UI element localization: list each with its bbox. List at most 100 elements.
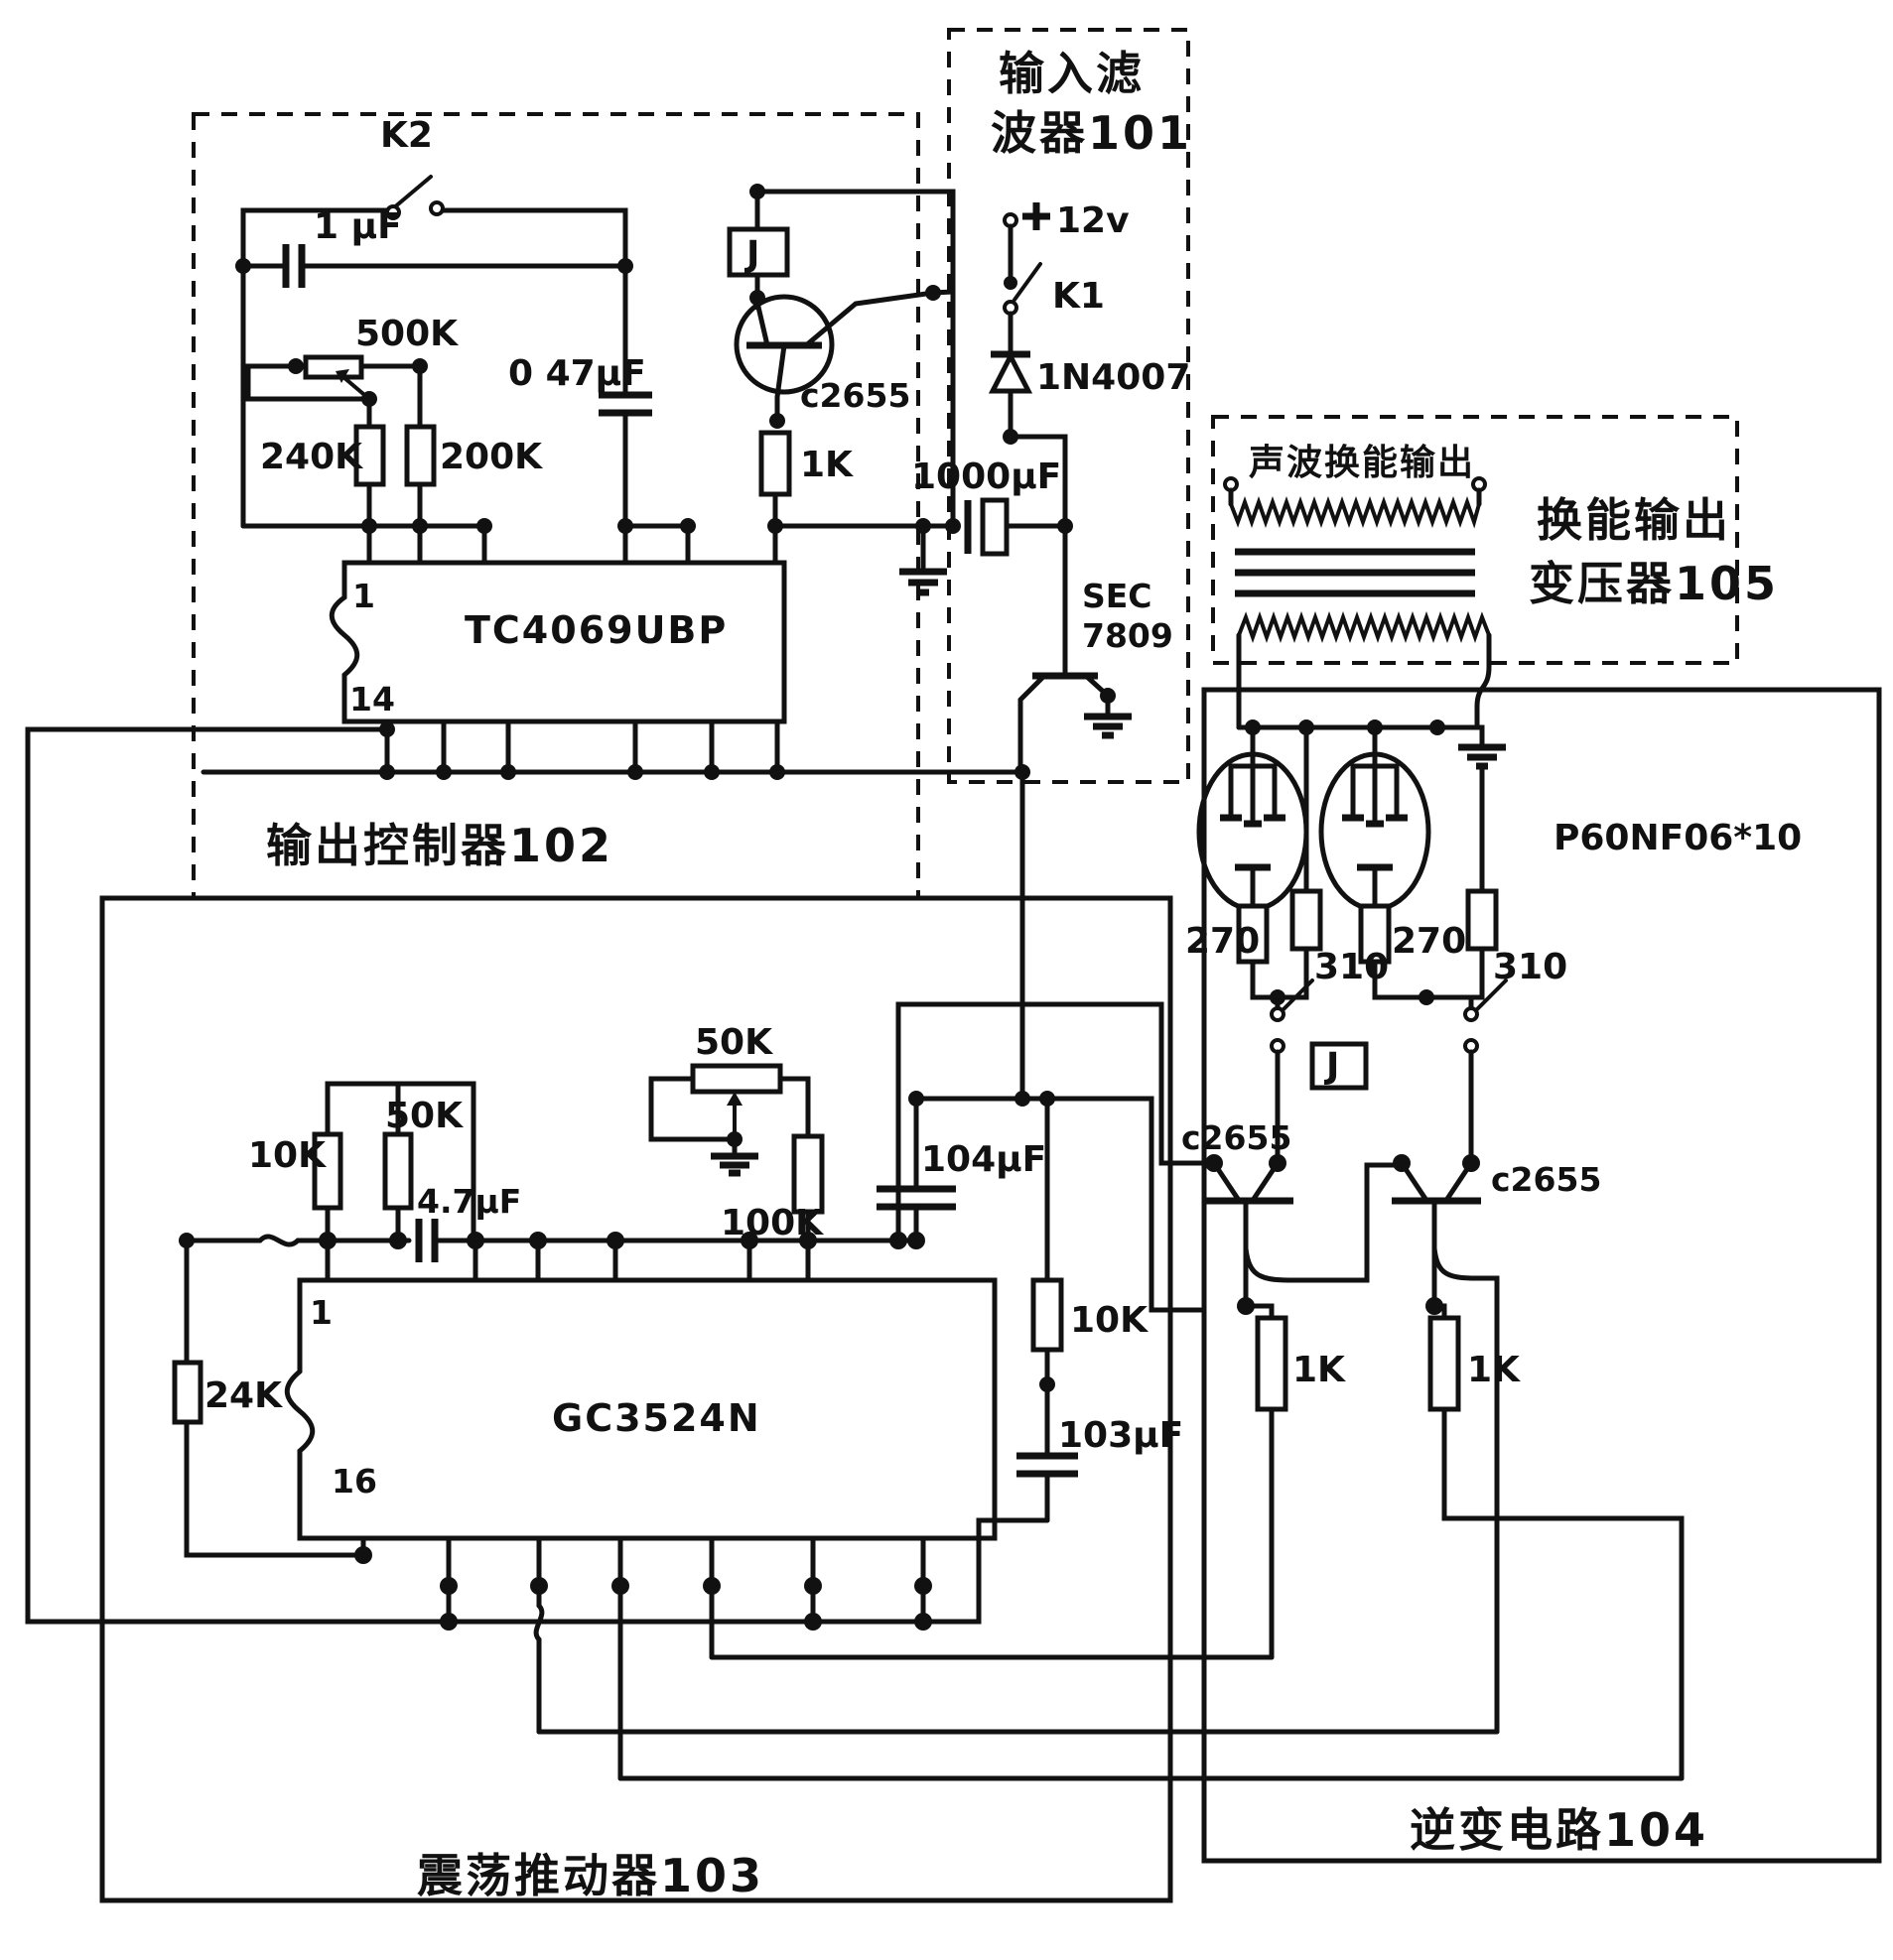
junction-dots bbox=[179, 184, 1480, 1631]
r100k-body bbox=[791, 1133, 825, 1215]
k2-wire-right bbox=[440, 207, 628, 269]
vcc-label: 12v bbox=[1056, 200, 1130, 241]
r1k-top-label: 1K bbox=[800, 445, 854, 485]
oscillator-driver-label: 震荡推动器103 bbox=[417, 1849, 764, 1902]
r270-left-label: 270 bbox=[1185, 921, 1260, 962]
q2-label: c2655 bbox=[1181, 1118, 1291, 1157]
block-outlines bbox=[99, 28, 1882, 1903]
switch-right[interactable] bbox=[1463, 979, 1508, 1166]
c1uf-label: 1 μF bbox=[314, 206, 402, 247]
ground-icon-2 bbox=[1084, 713, 1132, 739]
pot500k-label: 500K bbox=[355, 314, 459, 354]
output-controller-box bbox=[192, 112, 920, 900]
text-labels: K2 1 μF 500K 240K 200K 0 47μF J c2655 1K… bbox=[204, 47, 1802, 1902]
pot50k-wiper-arrow bbox=[727, 1092, 743, 1106]
ground-icon-1 bbox=[899, 568, 947, 596]
plus-icon bbox=[1022, 202, 1050, 230]
r310-left-label: 310 bbox=[1314, 947, 1389, 987]
q1-transistor-circle bbox=[734, 294, 835, 395]
r1k-left-label: 1K bbox=[1292, 1350, 1346, 1390]
relay2-label: J bbox=[1323, 1046, 1339, 1087]
transformer-label-2: 变压器105 bbox=[1529, 557, 1779, 610]
inverter-circuit bbox=[895, 724, 1685, 1781]
oscillator-driver-box bbox=[99, 895, 1173, 1903]
k2-terminal-right bbox=[429, 200, 445, 216]
q1-emitter bbox=[774, 342, 787, 424]
r50ka-body bbox=[382, 1131, 414, 1211]
r240k-label: 240K bbox=[260, 437, 363, 477]
wire-y1107 bbox=[913, 1096, 1207, 1313]
switch-left[interactable] bbox=[1270, 979, 1314, 1166]
r1k-right-lead-bottom bbox=[1441, 1406, 1685, 1781]
transformer-secondary-winding bbox=[1237, 610, 1491, 644]
c47-label: 4.7μF bbox=[417, 1182, 521, 1221]
mosfets-label: P60NF06*10 bbox=[1554, 818, 1802, 858]
transformer-primary-winding bbox=[1229, 495, 1481, 529]
drive-wire-left-base bbox=[895, 1001, 1217, 1243]
k2-switch-blade[interactable] bbox=[391, 175, 433, 210]
inverter-label: 逆变电路104 bbox=[1410, 1803, 1708, 1857]
pot50k-body[interactable] bbox=[690, 1063, 783, 1095]
pot-500k-body[interactable] bbox=[303, 354, 364, 380]
pot-500k-wiper-arrow bbox=[336, 369, 349, 383]
r50ka-label: 50K bbox=[385, 1096, 464, 1136]
relay2-contact-box bbox=[1309, 1041, 1369, 1091]
relay1-label: J bbox=[744, 234, 759, 275]
rail-outer-left bbox=[25, 726, 1050, 1625]
r1k-right-body bbox=[1427, 1315, 1461, 1412]
ic-gc3524n bbox=[284, 1277, 998, 1541]
inverter-box bbox=[1201, 687, 1882, 1864]
output-controller-label: 输出控制器102 bbox=[266, 819, 613, 872]
bus-ground-stub bbox=[1434, 724, 1485, 747]
ic1-pin1: 1 bbox=[352, 577, 375, 615]
pot50k-loop bbox=[648, 1076, 738, 1142]
transformer-circuit bbox=[1223, 476, 1492, 730]
transducer-output-label: 声波换能输出 bbox=[1249, 443, 1475, 483]
k2-label: K2 bbox=[380, 115, 433, 156]
pot50k-to-100k bbox=[777, 1076, 811, 1139]
mosfet2-symbol bbox=[1318, 724, 1431, 912]
pot50k-label: 50K bbox=[695, 1022, 773, 1063]
oscillator-circuit bbox=[25, 726, 1685, 1781]
transformer-label-1: 换能输出 bbox=[1537, 493, 1731, 547]
k1-switch-blade[interactable] bbox=[1013, 262, 1042, 302]
ic1-name: TC4069UBP bbox=[465, 608, 728, 652]
ic1-top-pins bbox=[366, 523, 778, 566]
osc-row-wire-left bbox=[184, 1234, 412, 1247]
secondary-lead-right bbox=[1474, 632, 1492, 730]
r100k-label: 100K bbox=[721, 1203, 824, 1243]
transformer-core bbox=[1235, 548, 1475, 597]
ground-icon-3 bbox=[1458, 743, 1506, 770]
r10kb-body bbox=[1030, 1277, 1064, 1353]
input-filter-label-1: 输入滤 bbox=[999, 47, 1145, 100]
reg-left-arm bbox=[1017, 673, 1047, 775]
r310-left-body bbox=[1289, 888, 1323, 952]
r310-right-body bbox=[1465, 888, 1499, 952]
q2-transistor bbox=[1204, 1160, 1405, 1309]
r270-right-label: 270 bbox=[1392, 921, 1466, 962]
q1-base-wire bbox=[803, 289, 956, 348]
c104-label: 104μF bbox=[921, 1139, 1046, 1180]
r200k-body bbox=[404, 424, 437, 487]
input-filter-circuit bbox=[899, 202, 1132, 1102]
c1000-label: 1000μF bbox=[911, 457, 1061, 497]
ic2-name: GC3524N bbox=[552, 1396, 761, 1440]
ic-tc4069ubp bbox=[329, 560, 787, 724]
relay1-supply-wire bbox=[754, 189, 956, 529]
r24k-body bbox=[172, 1360, 203, 1425]
ic2-pin1: 1 bbox=[310, 1293, 333, 1332]
r1k-left-body bbox=[1255, 1315, 1288, 1412]
ic1-pin14: 14 bbox=[349, 680, 395, 719]
c1000-body bbox=[980, 497, 1010, 557]
k2-wire-left bbox=[240, 207, 390, 269]
c047-label: 0 47μF bbox=[508, 353, 646, 394]
q1-label: c2655 bbox=[800, 376, 910, 415]
reg-label-1: SEC bbox=[1082, 577, 1152, 615]
k2-terminal-left bbox=[385, 204, 401, 220]
r200k-label: 200K bbox=[440, 437, 543, 477]
input-filter-label-2: 波器101 bbox=[991, 106, 1192, 160]
pot-500k-wiper-loop bbox=[245, 363, 372, 402]
q3-label: c2655 bbox=[1491, 1160, 1601, 1199]
